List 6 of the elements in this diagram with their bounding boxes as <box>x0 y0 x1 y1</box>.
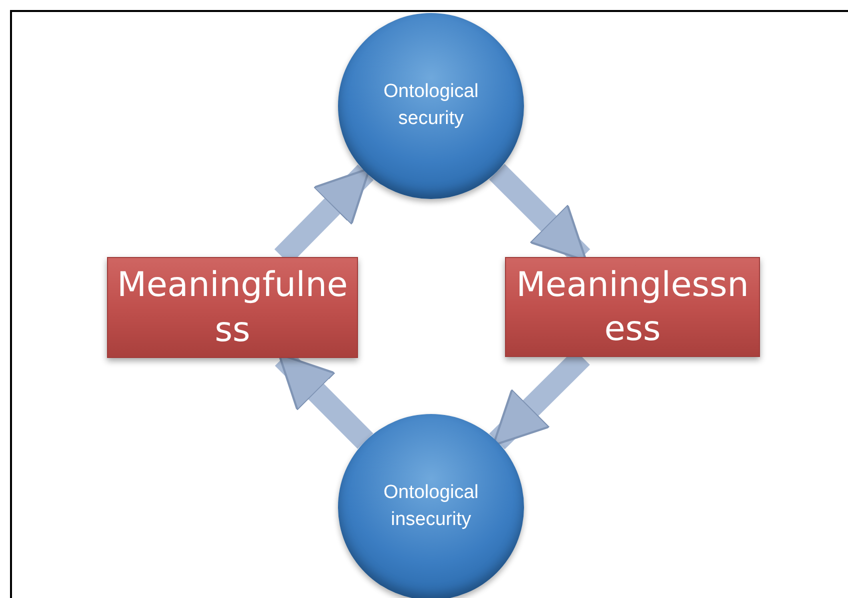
node-label: Ontological insecurity <box>382 481 480 532</box>
process-box <box>505 257 760 357</box>
node-label: Ontological security <box>382 80 480 131</box>
node-label: Meaningfulness <box>116 264 349 352</box>
process-box <box>107 257 358 358</box>
node-label: Meaninglessness <box>515 264 750 351</box>
